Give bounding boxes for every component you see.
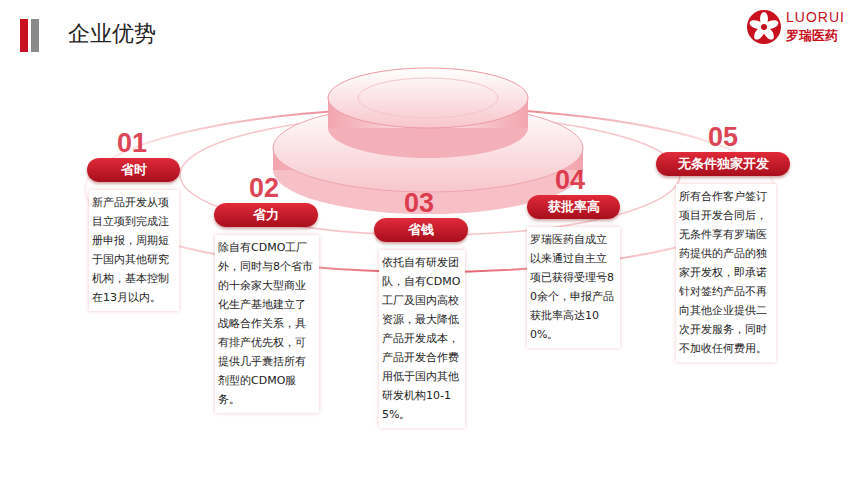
advantage-item: 01省时新产品开发从项目立项到完成注册申报，周期短于国内其他研究机构，基本控制在… bbox=[87, 128, 182, 311]
page-title: 企业优势 bbox=[68, 19, 156, 49]
title-bar bbox=[20, 19, 28, 52]
heading-pill: 省钱 bbox=[374, 218, 468, 242]
body-text: 除自有CDMO工厂外，同时与8个省市的十余家大型商业化生产基地建立了战略合作关系… bbox=[215, 235, 319, 413]
advantage-item: 05无条件独家开发所有合作客户签订项目开发合同后，无条件享有罗瑞医药提供的产品的… bbox=[656, 122, 792, 362]
heading-pill: 省力 bbox=[214, 203, 318, 227]
advantage-item: 03省钱依托自有研发团队，自有CDMO工厂及国内高校资源，最大降低产品开发成本，… bbox=[374, 188, 470, 428]
podium-top bbox=[358, 78, 498, 118]
body-text: 罗瑞医药自成立以来通过自主立项已获得受理号80余个，申报产品获批率高达100%。 bbox=[527, 227, 620, 348]
advantage-item: 04获批率高罗瑞医药自成立以来通过自主立项已获得受理号80余个，申报产品获批率高… bbox=[527, 165, 622, 348]
callout-number: 02 bbox=[249, 173, 320, 203]
callout-number: 03 bbox=[404, 188, 470, 218]
logo-text: 罗瑞医药 bbox=[786, 27, 838, 45]
logo-text: LUORUI bbox=[786, 9, 845, 25]
callout-number: 04 bbox=[555, 165, 622, 195]
heading-pill: 获批率高 bbox=[527, 195, 620, 219]
body-text: 所有合作客户签订项目开发合同后，无条件享有罗瑞医药提供的产品的独家开发权，即承诺… bbox=[676, 184, 776, 362]
logo-flower bbox=[747, 10, 781, 44]
title-bar bbox=[31, 19, 39, 52]
callout-number: 05 bbox=[708, 122, 792, 152]
body-text: 依托自有研发团队，自有CDMO工厂及国内高校资源，最大降低产品开发成本，产品开发… bbox=[379, 250, 465, 428]
heading-pill: 无条件独家开发 bbox=[656, 152, 790, 176]
heading-pill: 省时 bbox=[87, 158, 180, 182]
callout-number: 01 bbox=[117, 128, 182, 158]
podium-top bbox=[328, 68, 528, 128]
body-text: 新产品开发从项目立项到完成注册申报，周期短于国内其他研究机构，基本控制在13月以… bbox=[89, 190, 179, 311]
advantage-item: 02省力除自有CDMO工厂外，同时与8个省市的十余家大型商业化生产基地建立了战略… bbox=[214, 173, 320, 413]
